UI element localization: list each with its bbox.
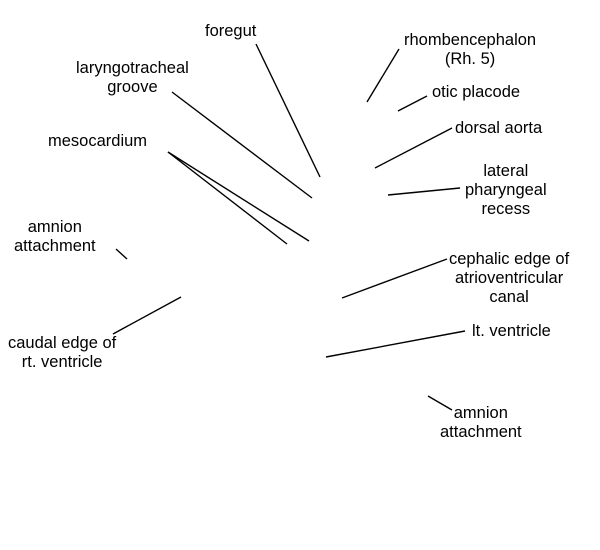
label-otic-placode: otic placode xyxy=(432,83,521,101)
label-dorsal-aorta: dorsal aorta xyxy=(455,119,543,137)
leader-caudal-edge xyxy=(112,296,182,335)
leader-laryngotracheal-groove xyxy=(171,91,313,199)
leader-amnion-attachment-left xyxy=(115,248,128,260)
label-foregut: foregut xyxy=(205,22,257,40)
label-amnion-attachment-right: amnion attachment xyxy=(440,404,522,441)
label-amnion-attachment-left: amnion attachment xyxy=(14,218,96,255)
leader-lt-ventricle xyxy=(325,330,466,358)
leader-mesocardium-a xyxy=(167,151,310,242)
leader-cephalic-edge xyxy=(341,258,448,299)
leader-rhombencephalon xyxy=(366,48,400,103)
label-rhombencephalon: rhombencephalon (Rh. 5) xyxy=(404,31,537,68)
label-mesocardium: mesocardium xyxy=(48,132,148,150)
leader-foregut xyxy=(255,43,321,178)
label-lt-ventricle: lt. ventricle xyxy=(472,322,551,340)
leader-amnion-attachment-right xyxy=(427,395,453,411)
leader-dorsal-aorta xyxy=(374,127,453,169)
label-lateral-pharyngeal-recess: lateral pharyngeal recess xyxy=(465,162,547,218)
label-laryngotracheal-groove: laryngotracheal groove xyxy=(76,59,189,96)
leader-mesocardium-b xyxy=(167,151,288,245)
label-cephalic-edge: cephalic edge of atrioventricular canal xyxy=(449,250,570,306)
leader-otic-placode xyxy=(397,95,428,112)
leader-lateral-pharyngeal-recess xyxy=(387,187,461,196)
label-caudal-edge: caudal edge of rt. ventricle xyxy=(8,334,117,371)
